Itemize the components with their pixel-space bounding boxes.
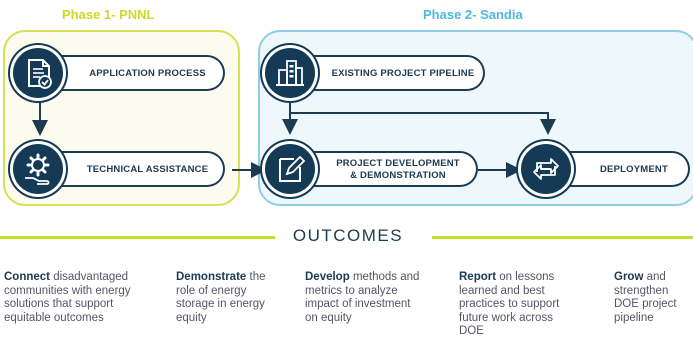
outcomes-title: OUTCOMES [292,226,404,245]
outcome-verb: Develop [305,271,350,283]
outcome-demonstrate: Demonstrate the role of energy storage i… [176,271,288,325]
outcome-text: equity [176,311,207,324]
swap-arrows-icon [521,144,571,194]
application-process-label: APPLICATION PROCESS [89,68,206,79]
outcome-text: on equity [305,311,352,324]
project-development-line2: & DEMONSTRATION [350,170,446,181]
existing-project-pipeline-label: EXISTING PROJECT PIPELINE [331,68,475,79]
outcome-text: DOE project [614,298,677,310]
outcome-text: DOE [459,325,484,337]
outcome-verb: Report [459,271,497,283]
outcome-text: and [643,271,666,283]
gear-hand-icon [13,144,63,194]
outcome-text: learned and best [459,284,545,297]
buildings-icon [265,48,315,98]
technical-assistance-label: TECHNICAL ASSISTANCE [86,164,209,175]
outcomes-rule-right [432,236,693,239]
outcome-verb: Connect [4,271,50,283]
existing-project-pipeline-pill [295,55,485,91]
outcome-text: equitable outcomes [4,311,104,324]
application-process-pill [40,55,225,91]
phase2-title: Phase 2- Sandia [423,7,523,22]
outcome-text: strengthen [614,284,669,297]
pencil-note-icon [265,144,315,194]
outcome-text: pipeline [614,311,654,324]
outcome-verb: Grow [614,271,644,283]
technical-assistance-pill [40,151,225,187]
outcome-develop: Develop methods and metrics to analyze i… [305,271,445,325]
deployment-pill [548,151,690,187]
outcome-text: role of energy [176,284,247,297]
outcome-text: disadvantaged [50,271,129,283]
phase1-title: Phase 1- PNNL [62,7,155,22]
outcome-report: Report on lessons learned and best pract… [459,271,589,339]
arrow-pipeline-to-deployment [290,112,556,135]
project-development-label: PROJECT DEVELOPMENT & DEMONSTRATION [322,158,474,182]
outcome-text: the [246,271,266,283]
outcome-text: communities with energy [4,284,131,297]
outcome-text: solutions that support [4,298,114,310]
outcome-grow: Grow and strengthen DOE project pipeline [614,271,692,325]
outcome-text: methods and [349,271,420,283]
outcome-verb: Demonstrate [176,271,247,283]
outcome-text: storage in energy [176,298,265,310]
outcome-text: practices to support [459,298,560,310]
outcome-text: future work across [459,311,553,324]
document-check-icon [13,48,63,98]
outcome-text: on lessons [496,271,555,283]
outcome-connect: Connect disadvantaged communities with e… [4,271,164,325]
project-development-pill [295,151,478,187]
deployment-label: DEPLOYMENT [600,164,668,175]
project-development-line1: PROJECT DEVELOPMENT [336,158,460,169]
outcomes-rule-left [0,236,275,239]
outcome-text: impact of investment [305,298,411,310]
outcome-text: metrics to analyze [305,284,398,297]
